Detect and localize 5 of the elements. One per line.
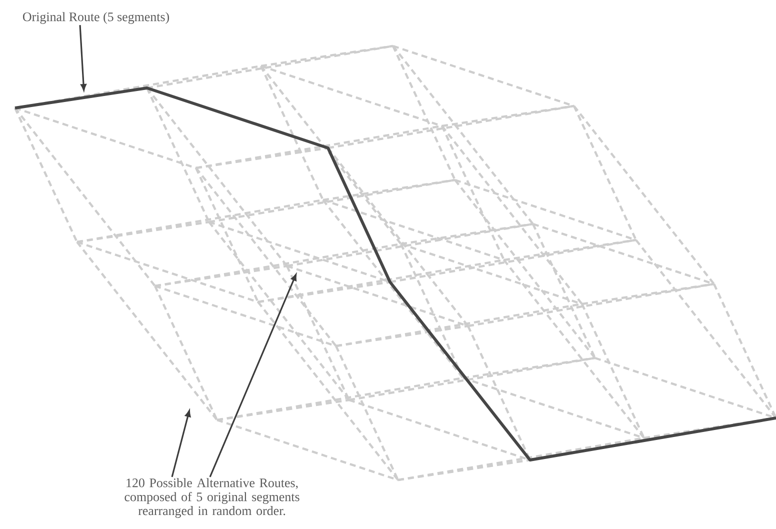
- leader-arrow: [171, 410, 191, 478]
- text-label: 120 Possible Alternative Routes, composed of 5 original segments rearranged in random order.: [124, 478, 300, 518]
- leader-arrow: [79, 25, 86, 91]
- text-label: Original Route (5 segments): [22, 12, 170, 24]
- leader-arrow: [209, 274, 297, 478]
